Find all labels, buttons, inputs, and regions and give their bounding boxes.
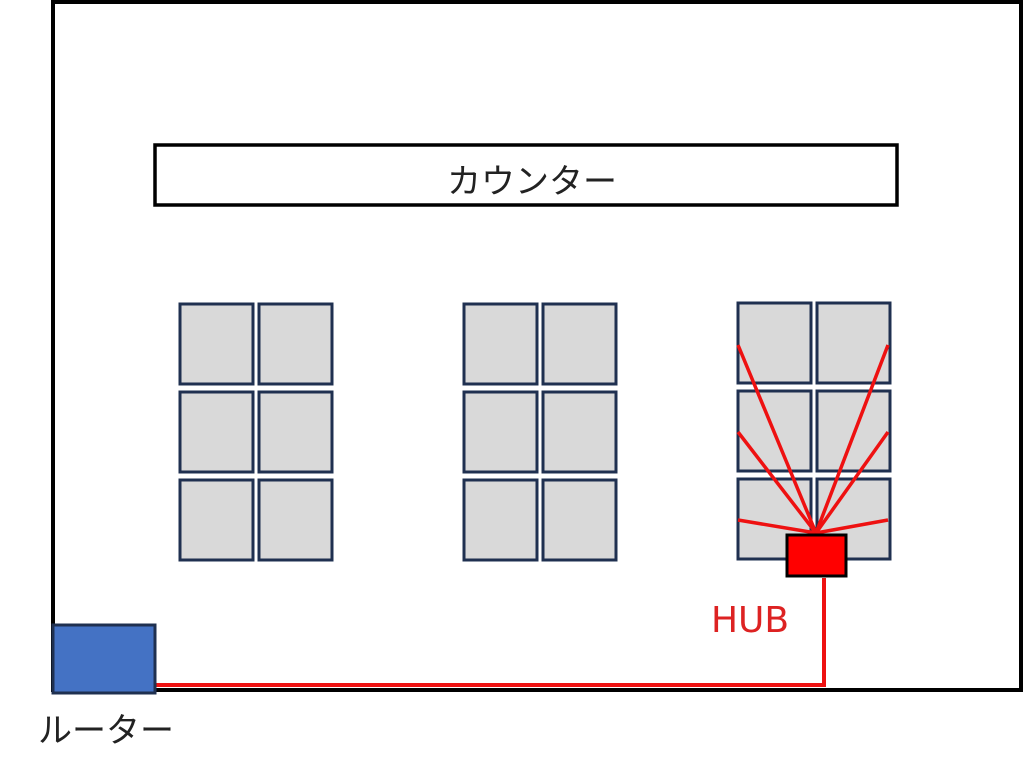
desk-center-r1c1 [462,302,539,386]
desk-center-r3c1 [462,478,539,562]
hub-cable-2 [736,430,818,535]
desk-center-r1c2 [541,302,618,386]
counter: カウンター [153,143,899,207]
hub-label: HUB [711,600,789,641]
desk-left-r1c1 [178,302,255,386]
desk-center-r2c1 [462,390,539,474]
hub-cable-3 [737,518,817,535]
router-label: ルーター [38,711,174,751]
desk-left-r3c1 [178,478,255,562]
desk-center-r3c2 [541,478,618,562]
desk-group-left [178,302,334,562]
desk-group-center [462,302,618,562]
desk-left-r2c1 [178,390,255,474]
router-box [51,623,157,695]
hub-box [785,533,848,578]
desk-center-r2c2 [541,390,618,474]
hub-cable-5 [814,430,890,535]
trunk-cable [150,578,826,687]
hub-cable-1 [736,344,818,534]
desk-left-r2c2 [257,390,334,474]
hub-cable-4 [814,344,890,534]
hub-cable-6 [815,518,889,535]
counter-box [153,143,899,207]
desk-right-r1c1 [736,301,813,385]
desk-left-r3c2 [257,478,334,562]
counter-label: カウンター [447,162,617,202]
hub-cables [736,344,890,535]
desk-left-r1c2 [257,302,334,386]
